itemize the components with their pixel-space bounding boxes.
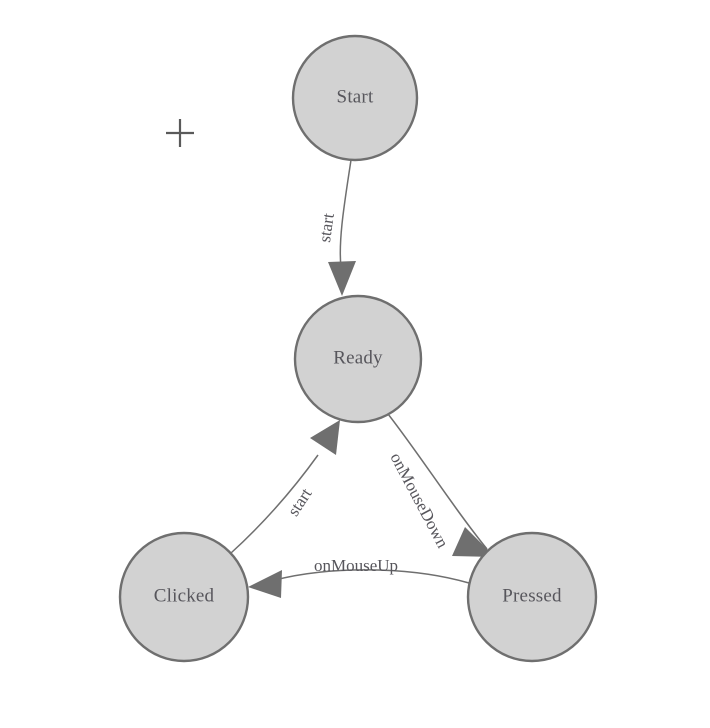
node-clicked-label: Clicked	[154, 585, 215, 606]
node-pressed[interactable]: Pressed	[466, 531, 598, 663]
node-start-circle[interactable]	[291, 34, 419, 162]
node-ready-label: Ready	[333, 347, 383, 368]
edge-clicked-to-ready[interactable]: start	[230, 420, 340, 554]
node-pressed-label: Pressed	[502, 585, 562, 606]
edge-ready-to-pressed-arrowhead	[452, 527, 495, 557]
edge-pressed-to-clicked-path	[274, 569, 470, 584]
edge-start-to-ready-arrowhead	[328, 261, 356, 296]
node-ready-circle[interactable]	[293, 294, 423, 424]
node-ready[interactable]: Ready	[293, 294, 423, 424]
edge-clicked-to-ready-path	[230, 454, 319, 554]
edge-clicked-to-ready-arrowhead	[310, 420, 340, 455]
edge-ready-to-pressed[interactable]: onMouseDown	[386, 413, 495, 557]
crosshair-marker[interactable]	[166, 119, 194, 147]
node-start[interactable]: Start	[291, 34, 419, 162]
edge-pressed-to-clicked-arrowhead	[248, 570, 282, 598]
node-clicked[interactable]: Clicked	[118, 531, 250, 663]
edge-pressed-to-clicked[interactable]: onMouseUp	[248, 556, 470, 598]
node-start-label: Start	[337, 86, 374, 107]
edge-label-start-to-ready: start	[315, 212, 338, 244]
node-clicked-circle[interactable]	[118, 531, 250, 663]
edge-label-ready-to-pressed: onMouseDown	[386, 450, 452, 552]
node-pressed-circle[interactable]	[466, 531, 598, 663]
edge-start-to-ready[interactable]: start	[315, 159, 356, 296]
edge-start-to-ready-path	[339, 159, 352, 268]
edge-ready-to-pressed-path	[387, 413, 488, 550]
edge-label-pressed-to-clicked: onMouseUp	[314, 556, 398, 575]
edge-label-clicked-to-ready: start	[284, 484, 316, 519]
